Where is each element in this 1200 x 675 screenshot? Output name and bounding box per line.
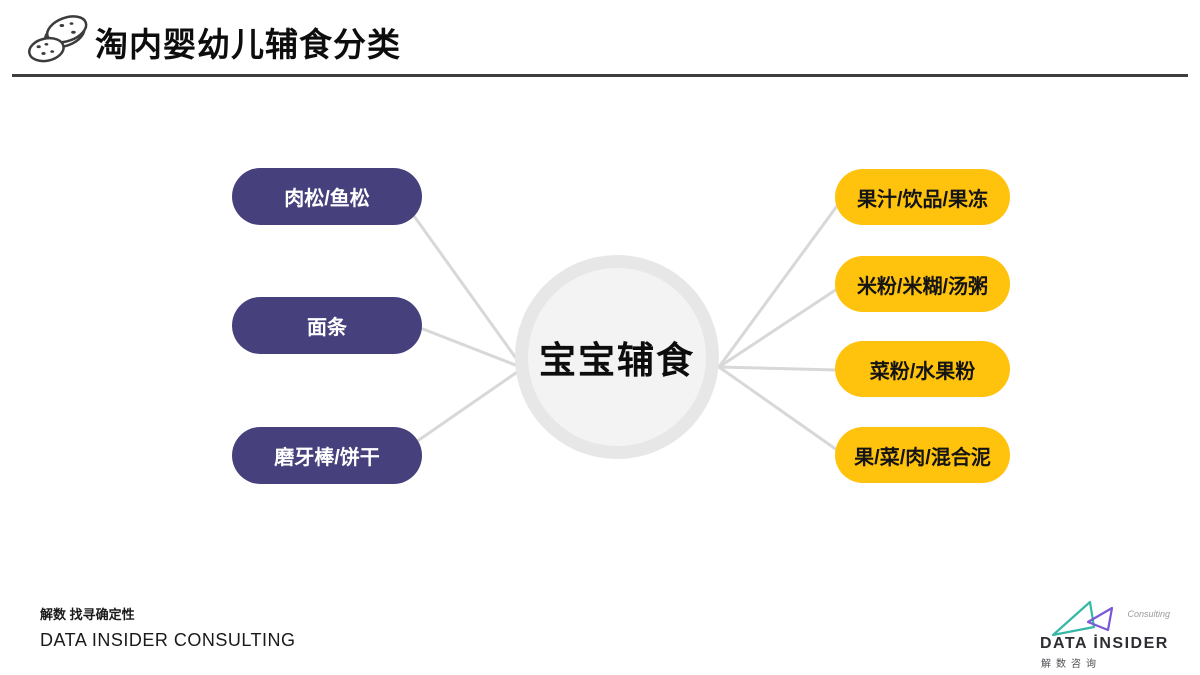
center-node: 宝宝辅食 xyxy=(515,255,719,459)
category-pill-rousong: 肉松/鱼松 xyxy=(232,168,422,225)
pill-label: 面条 xyxy=(307,317,347,339)
pill-label: 肉松/鱼松 xyxy=(284,188,370,210)
center-node-label: 宝宝辅食 xyxy=(539,340,695,381)
pill-label: 米粉/米糊/汤粥 xyxy=(856,275,989,298)
footer-company-name: DATA INSIDER CONSULTING xyxy=(40,630,296,650)
category-pill-caifen: 菜粉/水果粉 xyxy=(835,341,1010,397)
pill-label: 磨牙棒/饼干 xyxy=(274,447,380,469)
pill-label: 果汁/饮品/果冻 xyxy=(856,188,989,211)
category-pill-guozhi: 果汁/饮品/果冻 xyxy=(835,169,1010,225)
pill-label: 菜粉/水果粉 xyxy=(869,360,976,383)
category-pill-hunheni: 果/菜/肉/混合泥 xyxy=(835,427,1010,483)
category-pill-mifen: 米粉/米糊/汤粥 xyxy=(835,256,1010,312)
logo-brand-cn-label: 解数咨询 xyxy=(1041,659,1101,670)
title-divider xyxy=(12,74,1188,77)
bowtie-logo-icon xyxy=(1051,600,1114,637)
pill-label: 果/菜/肉/混合泥 xyxy=(854,446,991,469)
category-pill-miantiao: 面条 xyxy=(232,297,422,354)
logo-brand-label: DATA İNSIDER xyxy=(1040,635,1169,652)
category-pill-moyabang: 磨牙棒/饼干 xyxy=(232,427,422,484)
footer-tagline: 解数 找寻确定性 xyxy=(40,607,135,622)
data-insider-logo: Consulting DATA İNSIDER 解数咨询 xyxy=(1038,593,1170,670)
cookies-icon xyxy=(28,15,88,63)
page-title: 淘内婴幼儿辅食分类 xyxy=(95,26,401,63)
logo-consulting-label: Consulting xyxy=(1127,609,1170,619)
